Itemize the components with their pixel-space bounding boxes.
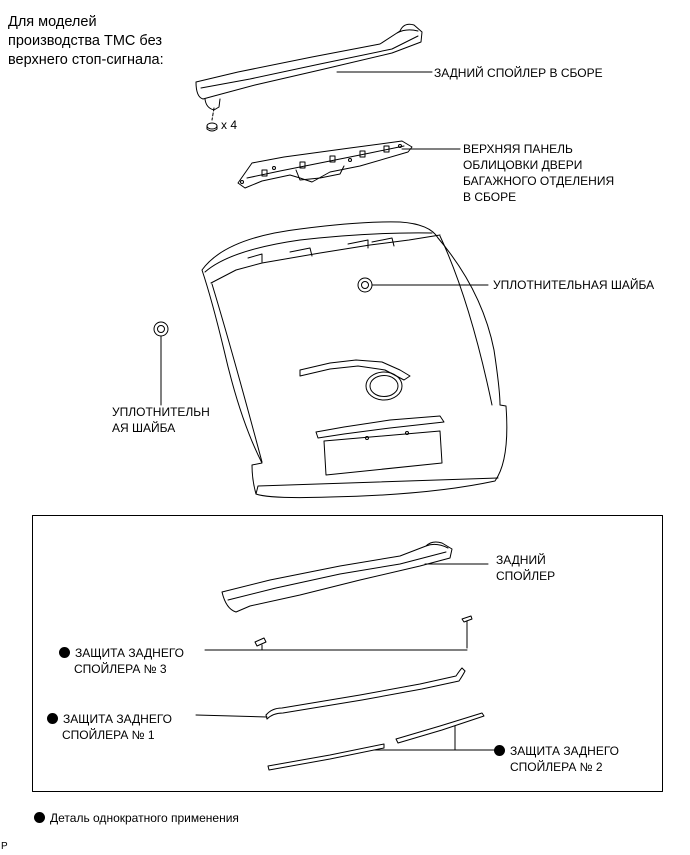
label-rear-spoiler-line-1: ЗАДНИЙ: [496, 553, 546, 567]
garnish-panel-drawing: [237, 140, 413, 189]
label-garnish-panel-line-2: ОБЛИЦОВКИ ДВЕРИ: [463, 158, 583, 172]
label-protector-1-line-2: СПОЙЛЕРА № 1: [62, 728, 155, 742]
one-time-use-marker: [494, 745, 505, 756]
clip-dashed-leader: [211, 107, 215, 121]
rear-spoiler-drawing: [221, 541, 453, 613]
label-rear-spoiler: ЗАДНИЙ СПОЙЛЕР: [496, 552, 555, 584]
model-note: Для моделей производства TMC без верхнег…: [8, 13, 164, 70]
label-seal-washer-left: УПЛОТНИТЕЛЬН АЯ ШАЙБА: [112, 404, 210, 436]
protector-1-leader: [195, 714, 268, 718]
label-protector-3-line-2: СПОЙЛЕРА № 3: [74, 662, 167, 676]
model-note-line-2: производства TMC без: [8, 33, 162, 49]
label-garnish-panel-line-3: БАГАЖНОГО ОТДЕЛЕНИЯ: [463, 174, 615, 188]
one-time-use-marker: [47, 713, 58, 724]
label-protector-3-line-1: ЗАЩИТА ЗАДНЕГО: [75, 646, 185, 660]
label-garnish-panel-line-4: В СБОРЕ: [463, 190, 517, 204]
seal-washer-left-drawing: [153, 321, 169, 337]
label-seal-washer-left-line-2: АЯ ШАЙБА: [112, 421, 176, 435]
label-protector-2-line-2: СПОЙЛЕРА № 2: [510, 760, 603, 774]
label-seal-washer-left-line-1: УПЛОТНИТЕЛЬН: [112, 405, 210, 419]
label-seal-washer-right: УПЛОТНИТЕЛЬНАЯ ШАЙБА: [493, 278, 655, 292]
label-rear-spoiler-assy: ЗАДНИЙ СПОЙЛЕР В СБОРЕ: [434, 66, 603, 80]
corner-code: P: [1, 841, 8, 852]
seal-washer-right-drawing: [357, 277, 373, 293]
model-note-line-1: Для моделей: [8, 14, 97, 30]
rear-spoiler-assembly-drawing: [195, 23, 423, 111]
label-protector-1-line-1: ЗАЩИТА ЗАДНЕГО: [63, 712, 173, 726]
label-rear-spoiler-line-2: СПОЙЛЕР: [496, 569, 556, 583]
legend: Деталь однократного применения: [34, 810, 239, 826]
clip-quantity: x 4: [221, 118, 238, 132]
label-protector-1: ЗАЩИТА ЗАДНЕГО СПОЙЛЕРА № 1: [47, 711, 172, 743]
label-garnish-panel: ВЕРХНЯЯ ПАНЕЛЬ ОБЛИЦОВКИ ДВЕРИ БАГАЖНОГО…: [463, 141, 614, 205]
label-protector-2-line-1: ЗАЩИТА ЗАДНЕГО: [510, 744, 620, 758]
back-door-drawing: [201, 221, 508, 499]
protector-2-drawing: [267, 712, 485, 771]
model-note-line-3: верхнего стоп-сигнала:: [8, 52, 164, 68]
one-time-use-marker: [59, 647, 70, 658]
one-time-use-marker: [34, 812, 45, 823]
label-protector-2: ЗАЩИТА ЗАДНЕГО СПОЙЛЕРА № 2: [494, 743, 619, 775]
label-protector-3: ЗАЩИТА ЗАДНЕГО СПОЙЛЕРА № 3: [59, 645, 184, 677]
label-garnish-panel-line-1: ВЕРХНЯЯ ПАНЕЛЬ: [463, 142, 573, 156]
protector-1-drawing: [265, 667, 466, 720]
detail-frame: [32, 515, 663, 792]
clip-drawing: [206, 122, 218, 132]
legend-text: Деталь однократного применения: [50, 811, 239, 825]
protector-3-drawing: [254, 615, 473, 651]
